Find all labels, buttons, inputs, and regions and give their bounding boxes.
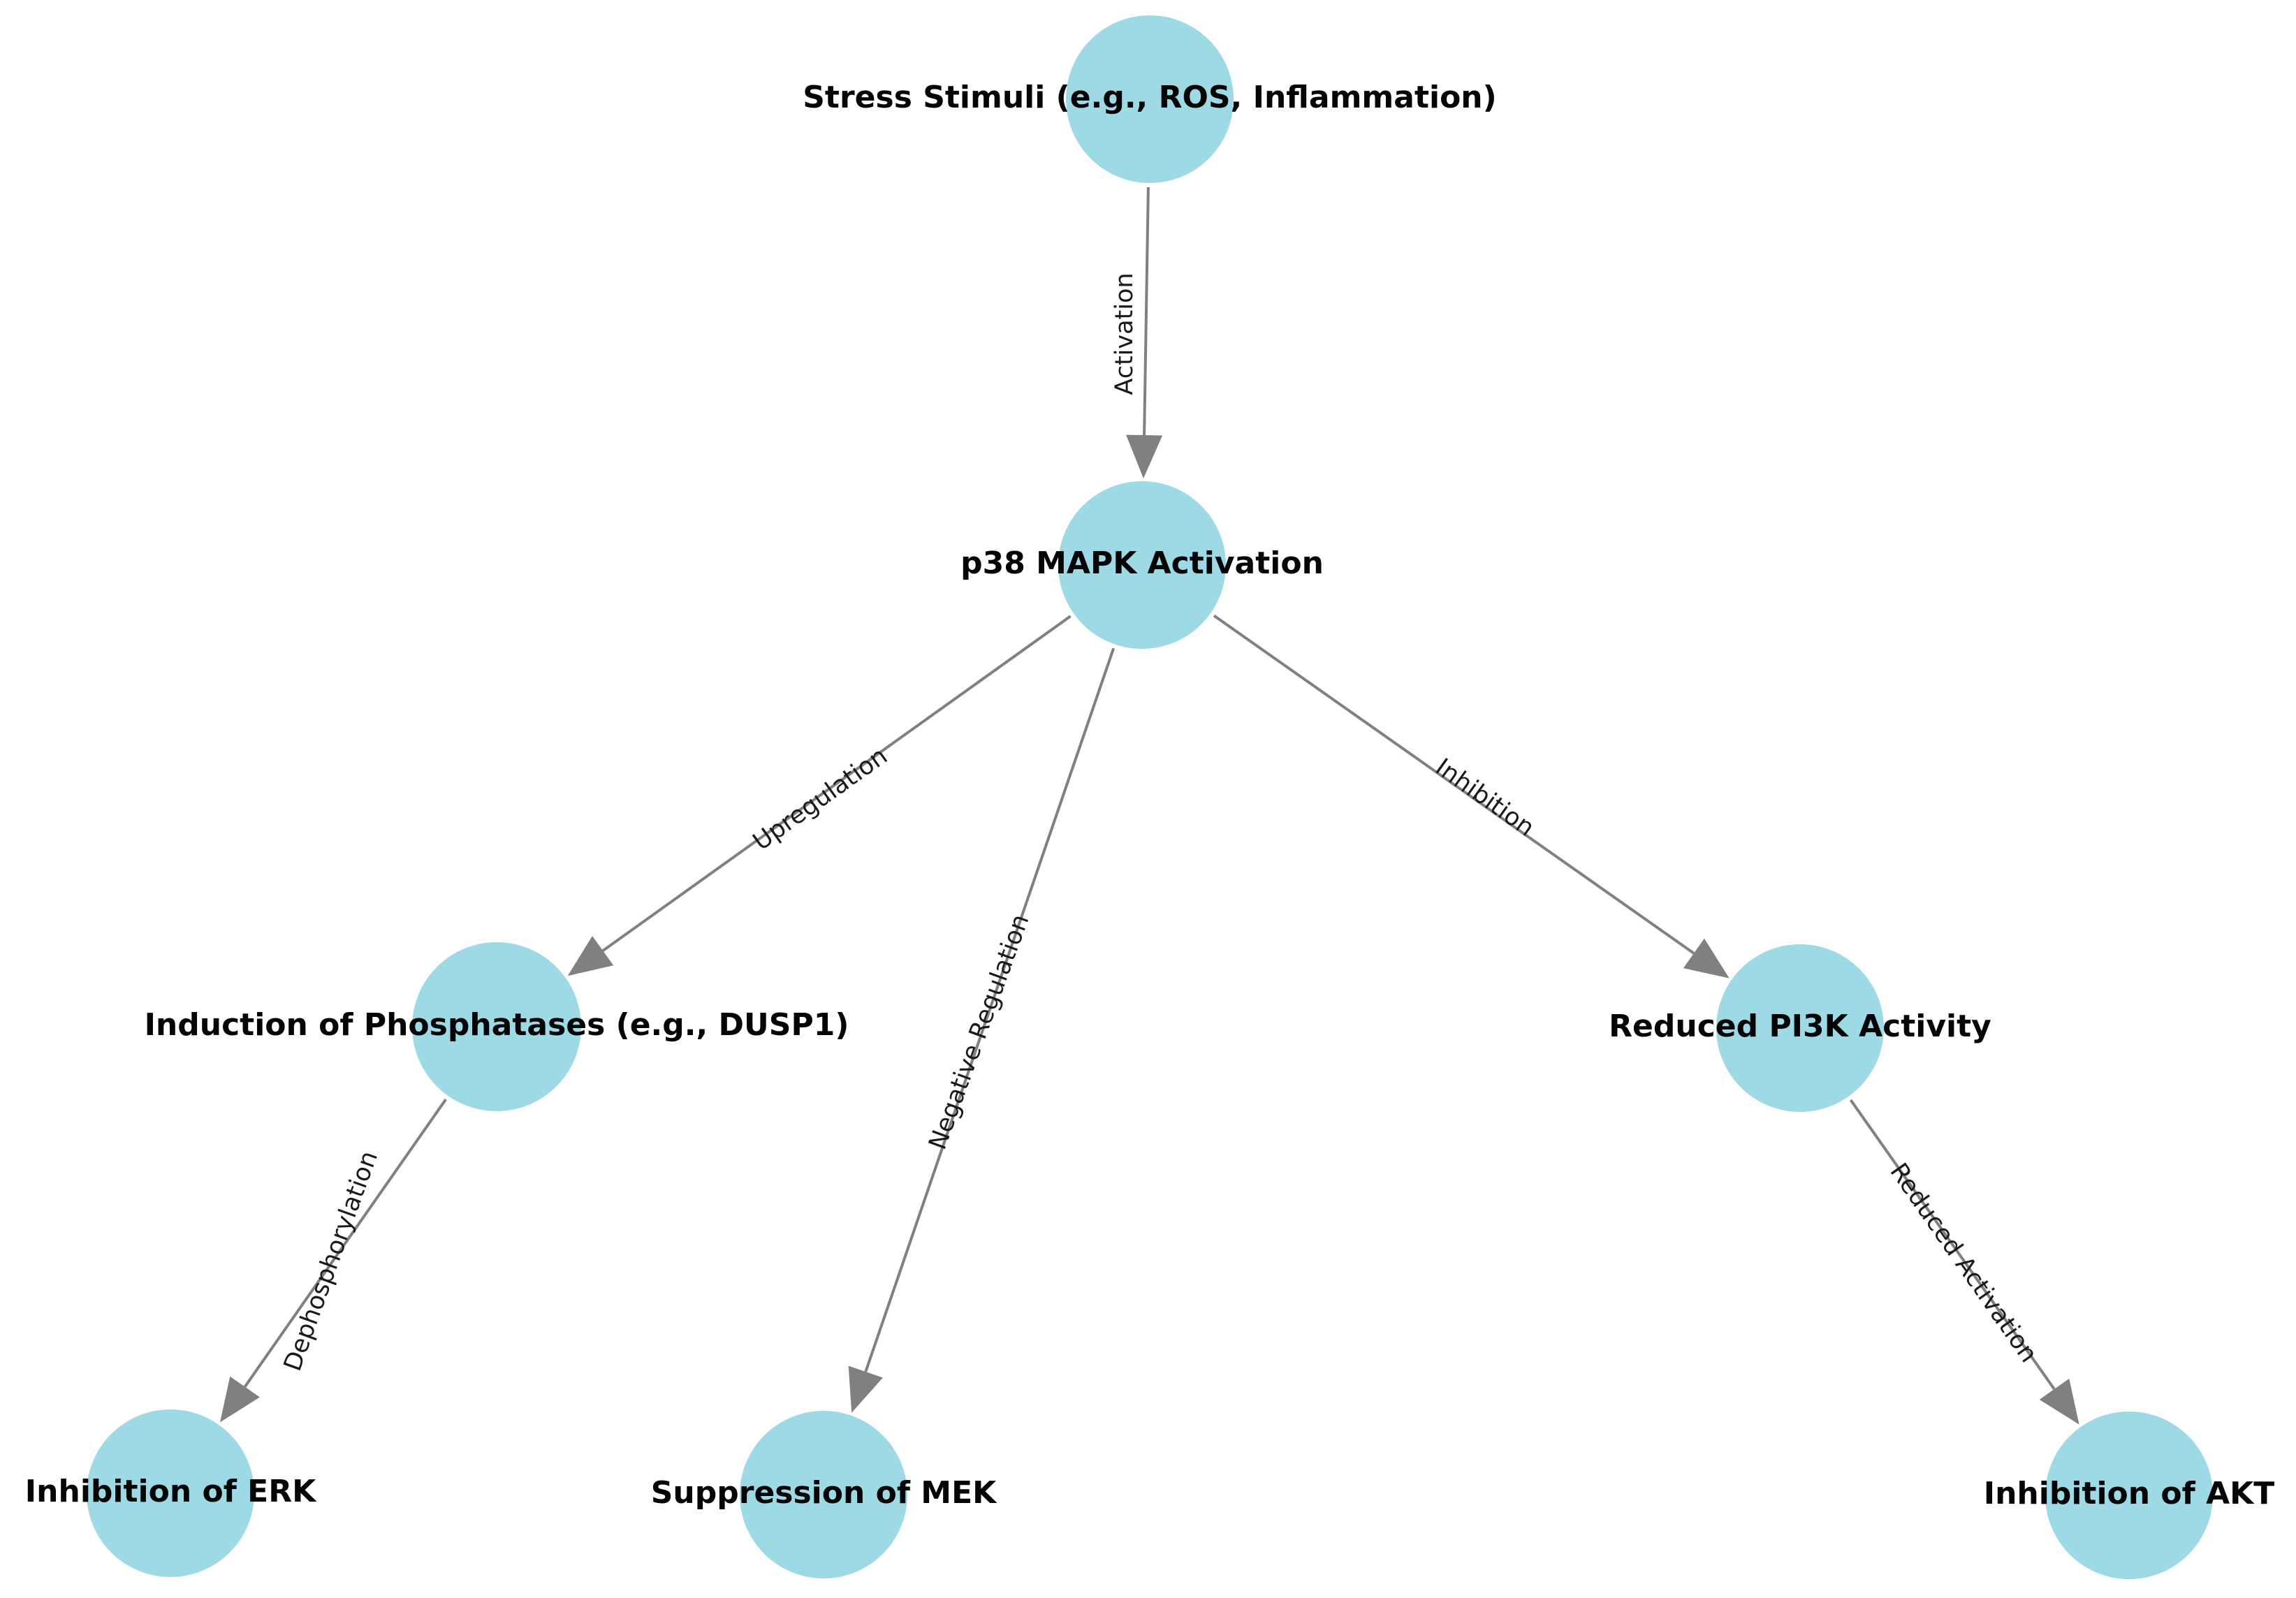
node-pi3k[interactable] xyxy=(1716,944,1884,1112)
edge-label-e3: Negative Regulation xyxy=(924,911,1035,1153)
edge-line xyxy=(1213,614,1695,955)
node-label-erk: Inhibition of ERK xyxy=(25,1474,317,1509)
edge-line xyxy=(1143,186,1150,436)
node-label-pi3k: Reduced PI3K Activity xyxy=(1609,1009,1991,1044)
edge-label-e6: Reduced Activation xyxy=(1884,1159,2042,1368)
edge-stress-to-p38 xyxy=(1126,186,1163,478)
arrow-head-icon xyxy=(1126,434,1163,478)
node-label-dusp1: Induction of Phosphatases (e.g., DUSP1) xyxy=(145,1007,849,1043)
node-erk[interactable] xyxy=(87,1409,254,1577)
nodes-layer xyxy=(87,15,2213,1579)
edge-dusp1-to-erk xyxy=(220,1098,447,1423)
edge-p38-to-mek xyxy=(848,647,1116,1413)
node-mek[interactable] xyxy=(740,1411,907,1578)
node-p38[interactable] xyxy=(1058,481,1226,649)
arrow-head-icon xyxy=(848,1365,883,1413)
edge-label-e1: Activation xyxy=(1111,272,1139,395)
arrow-head-icon xyxy=(567,936,614,976)
edge-line xyxy=(243,1098,447,1388)
edge-label-e4: Inhibition xyxy=(1430,753,1539,842)
edges-layer xyxy=(220,186,2079,1425)
arrow-head-icon xyxy=(220,1376,260,1423)
edge-p38-to-pi3k xyxy=(1213,614,1730,978)
node-akt[interactable] xyxy=(2045,1412,2213,1579)
node-label-akt: Inhibition of AKT xyxy=(1984,1476,2275,1511)
node-labels-layer: Stress Stimuli (e.g., ROS, Inflammation)… xyxy=(25,80,2274,1511)
edge-p38-to-dusp1 xyxy=(567,615,1072,976)
node-label-stress: Stress Stimuli (e.g., ROS, Inflammation) xyxy=(803,80,1497,115)
node-dusp1[interactable] xyxy=(412,942,581,1111)
edge-label-e5: Dephosphorylation xyxy=(279,1148,383,1375)
arrow-head-icon xyxy=(2039,1378,2079,1425)
edge-label-e2: Upregulation xyxy=(748,742,893,856)
arrow-head-icon xyxy=(1683,938,1730,978)
node-stress[interactable] xyxy=(1066,15,1234,183)
edge-pi3k-to-akt xyxy=(1849,1099,2079,1425)
node-label-p38: p38 MAPK Activation xyxy=(960,545,1324,581)
node-label-mek: Suppression of MEK xyxy=(651,1475,997,1511)
edge-line xyxy=(601,615,1072,952)
edge-line xyxy=(864,647,1116,1372)
edge-line xyxy=(1849,1099,2056,1391)
